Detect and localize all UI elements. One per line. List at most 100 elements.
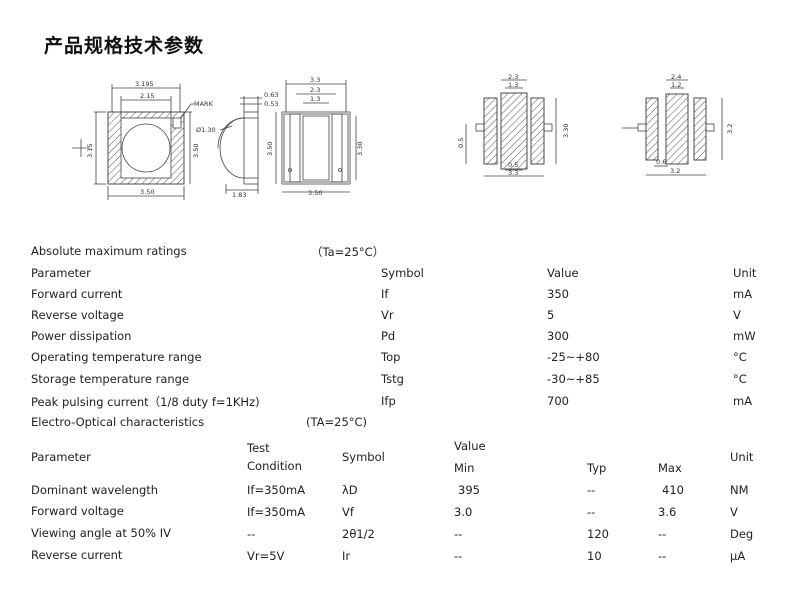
eo-row-symbol: 2θ1/2 [342, 527, 375, 541]
eo-header-value: Value [454, 439, 486, 453]
view5-h-right: 3.2 [726, 124, 734, 134]
eo-row-max: -- [658, 527, 667, 541]
view4-w-b1: 0.5 [508, 161, 518, 169]
view4-w-b2: 3.3 [508, 169, 518, 177]
abs-row-unit: mW [733, 329, 756, 343]
eo-row-max: 3.6 [658, 505, 677, 519]
eo-header-condition: Condition [247, 459, 302, 473]
abs-header-value: Value [547, 266, 579, 280]
abs-section-condition: （Ta=25°C） [311, 245, 385, 259]
view1-width-top: 3.195 [135, 80, 154, 88]
eo-header-test: Test [247, 441, 270, 455]
view4-w1: 2.3 [508, 73, 518, 81]
view1-height-right: 3.50 [192, 144, 200, 158]
eo-row-parameter: Dominant wavelength [31, 483, 159, 497]
abs-row-unit: mA [733, 287, 753, 301]
eo-row-min: -- [454, 549, 463, 563]
abs-row-unit: °C [733, 350, 747, 364]
abs-row-value: 700 [547, 394, 569, 408]
abs-row-parameter: Power dissipation [31, 329, 132, 343]
abs-row-unit: °C [733, 372, 747, 386]
eo-header-parameter: Parameter [31, 450, 91, 464]
eo-header-min: Min [454, 461, 475, 475]
abs-row-value: 350 [547, 287, 569, 301]
abs-section-title: Absolute maximum ratings [31, 244, 187, 258]
eo-row-unit: V [730, 505, 738, 519]
eo-row-max: -- [658, 549, 667, 563]
eo-row-typ: -- [587, 483, 596, 497]
abs-row-symbol: If [381, 287, 389, 301]
side-section-drawing-a: 2.3 1.3 0.5 3.30 0.5 3.3 [457, 73, 570, 177]
abs-row-parameter: Peak pulsing current（1/8 duty f=1KHz) [31, 395, 260, 409]
abs-row-value: -25~+80 [547, 350, 600, 364]
abs-row-parameter: Storage temperature range [31, 372, 190, 386]
abs-row-symbol: Tstg [381, 372, 404, 386]
eo-row-condition: Vr=5V [247, 549, 285, 563]
view4-h-right: 3.30 [562, 124, 570, 138]
view4-h-left: 0.5 [457, 138, 465, 148]
eo-row-typ: 120 [587, 527, 609, 541]
eo-row-parameter: Forward voltage [31, 504, 124, 518]
view3-w2: 2.3 [310, 86, 320, 94]
eo-row-unit: Deg [730, 527, 754, 541]
view2-h2: 0.53 [264, 100, 278, 108]
eo-row-min: 3.0 [454, 505, 473, 519]
view5-w1: 2.4 [671, 73, 681, 81]
abs-row-symbol: Pd [381, 329, 396, 343]
abs-row-value: 5 [547, 308, 555, 322]
eo-row-condition: -- [247, 527, 256, 541]
view2-w: 1.83 [232, 191, 246, 199]
abs-row-symbol: Top [381, 350, 401, 364]
view3-w3: 1.3 [310, 95, 320, 103]
abs-row-value: -30~+85 [547, 372, 600, 386]
eo-row-min: 395 [458, 483, 480, 497]
eo-row-typ: -- [587, 505, 596, 519]
abs-row-parameter: Operating temperature range [31, 350, 202, 364]
view1-height-left: 3.15 [86, 144, 94, 158]
view4-w2: 1.3 [508, 81, 518, 89]
eo-row-symbol: Ir [342, 549, 351, 563]
view5-w-b1: 0.6 [656, 158, 666, 166]
eo-row-unit: μA [730, 549, 746, 563]
view5-w2: 1.2 [671, 81, 681, 89]
abs-row-symbol: Ifp [381, 394, 396, 408]
top-view-drawing: 3.195 2.15 MARK 3.15 3.50 3.50 [72, 80, 214, 200]
eo-row-max: 410 [662, 483, 684, 497]
package-dimension-drawings: 3.195 2.15 MARK 3.15 3.50 3.50 Ø1.30 0.6… [72, 73, 734, 200]
eo-row-condition: If=350mA [247, 505, 306, 519]
view1-width-inner: 2.15 [140, 92, 154, 100]
abs-row-unit: V [733, 308, 741, 322]
abs-row-value: 300 [547, 329, 569, 343]
abs-row-symbol: Vr [381, 308, 394, 322]
view3-h-right: 3.30 [356, 142, 364, 156]
page-title: 产品规格技术参数 [44, 35, 205, 57]
view3-h-left: 3.50 [266, 142, 274, 156]
view3-w1: 3.3 [310, 76, 320, 84]
bottom-view-drawing: 3.3 2.3 1.3 3.50 3.30 3.50 [266, 76, 364, 197]
side-view-drawing: Ø1.30 0.63 0.53 1.83 [196, 91, 278, 199]
view3-w-bottom: 3.50 [308, 189, 322, 197]
abs-row-parameter: Reverse voltage [31, 308, 124, 322]
eo-row-symbol: Vf [342, 505, 354, 519]
eo-row-typ: 10 [587, 549, 602, 563]
view2-h1: 0.63 [264, 91, 278, 99]
eo-row-symbol: λD [342, 483, 358, 497]
view1-mark: MARK [194, 100, 214, 108]
eo-row-min: -- [454, 527, 463, 541]
abs-row-unit: mA [733, 394, 753, 408]
eo-header-unit: Unit [730, 450, 754, 464]
eo-row-parameter: Reverse current [31, 548, 123, 562]
eo-section-condition: (TA=25°C) [306, 415, 368, 429]
abs-header-parameter: Parameter [31, 266, 91, 280]
abs-header-symbol: Symbol [381, 266, 424, 280]
eo-header-symbol: Symbol [342, 450, 385, 464]
abs-header-unit: Unit [733, 266, 757, 280]
view1-width-bottom: 3.50 [140, 188, 154, 196]
eo-row-condition: If=350mA [247, 483, 306, 497]
view2-dia: Ø1.30 [196, 126, 216, 134]
eo-section-title: Electro-Optical characteristics [31, 415, 205, 429]
abs-row-parameter: Forward current [31, 287, 123, 301]
view5-w-b2: 3.2 [670, 167, 680, 175]
side-section-drawing-b: 2.4 1.2 3.2 0.6 3.2 [622, 73, 734, 176]
eo-row-unit: NM [730, 483, 749, 497]
